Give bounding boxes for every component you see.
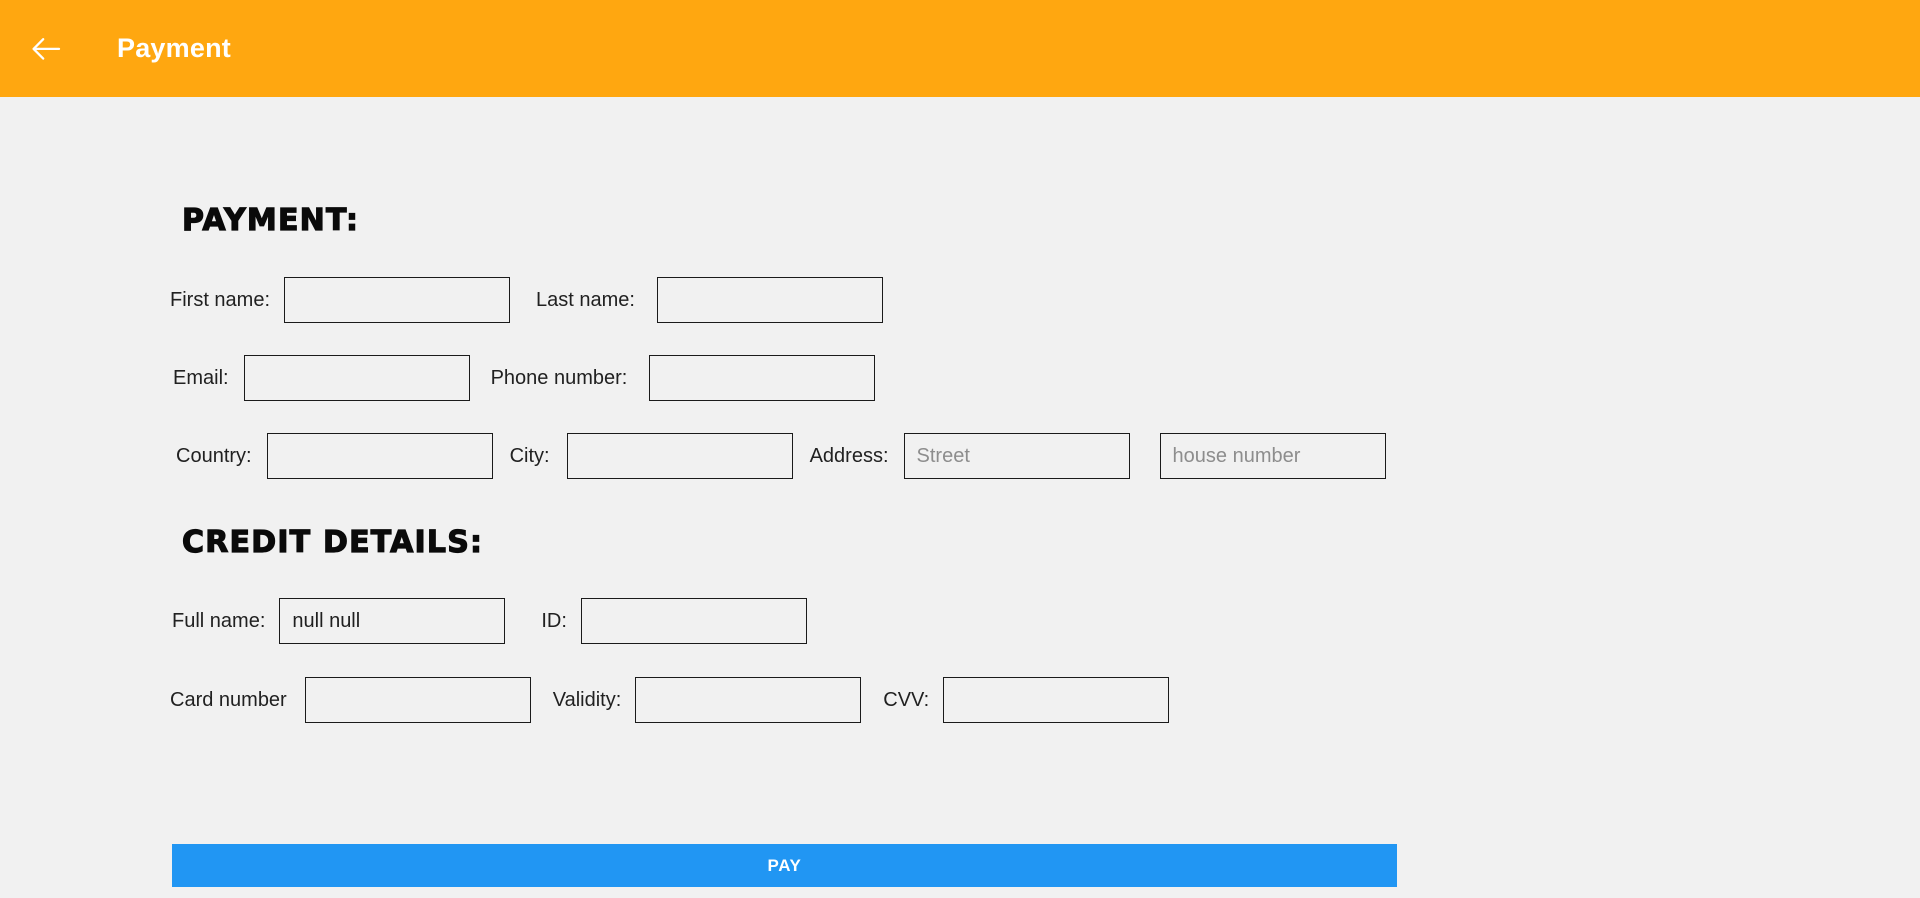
- credit-section-title: CREDIT DETAILS:: [181, 524, 484, 560]
- field-last-name: Last name:: [536, 277, 883, 323]
- field-address: Address:: [810, 433, 1386, 479]
- first-name-label: First name:: [170, 288, 271, 311]
- payment-page: PAYMENT: First name: Last name: Email: P…: [0, 97, 1920, 898]
- full-name-label: Full name:: [172, 609, 266, 632]
- id-label: ID:: [541, 609, 567, 632]
- cvv-input[interactable]: [943, 677, 1170, 723]
- country-label: Country:: [176, 444, 252, 467]
- cvv-label: CVV:: [883, 688, 930, 711]
- field-validity: Validity:: [553, 677, 862, 723]
- row-names: First name: Last name:: [170, 277, 883, 323]
- city-input[interactable]: [566, 433, 793, 479]
- field-id: ID:: [541, 598, 807, 644]
- app-bar-title: Payment: [117, 33, 231, 63]
- field-first-name: First name:: [170, 277, 511, 323]
- row-card-details: Card number Validity: CVV:: [170, 677, 1170, 723]
- validity-label: Validity:: [552, 688, 622, 711]
- phone-input[interactable]: [649, 355, 876, 401]
- row-contact: Email: Phone number:: [173, 355, 876, 401]
- back-button[interactable]: [22, 25, 70, 73]
- back-arrow-icon: [31, 37, 61, 61]
- payment-section-title: PAYMENT:: [181, 202, 360, 238]
- last-name-input[interactable]: [656, 277, 883, 323]
- card-number-label: Card number: [170, 688, 287, 711]
- field-country: Country:: [176, 433, 493, 479]
- field-city: City:: [510, 433, 793, 479]
- row-address: Country: City: Address:: [176, 433, 1386, 479]
- city-label: City:: [509, 444, 550, 467]
- address-house-number-input[interactable]: [1159, 433, 1386, 479]
- country-input[interactable]: [266, 433, 493, 479]
- row-credit-identity: Full name: ID:: [172, 598, 807, 644]
- field-phone: Phone number:: [491, 355, 876, 401]
- address-street-input[interactable]: [903, 433, 1130, 479]
- field-full-name: Full name:: [172, 598, 506, 644]
- field-email: Email:: [173, 355, 470, 401]
- full-name-input[interactable]: [279, 598, 506, 644]
- address-label: Address:: [809, 444, 889, 467]
- first-name-input[interactable]: [284, 277, 511, 323]
- validity-input[interactable]: [635, 677, 862, 723]
- pay-button[interactable]: PAY: [172, 844, 1397, 887]
- email-label: Email:: [173, 366, 229, 389]
- phone-label: Phone number:: [490, 366, 628, 389]
- email-input[interactable]: [243, 355, 470, 401]
- card-number-input[interactable]: [304, 677, 531, 723]
- id-input[interactable]: [580, 598, 807, 644]
- field-cvv: CVV:: [883, 677, 1170, 723]
- last-name-label: Last name:: [536, 288, 635, 311]
- field-card-number: Card number: [170, 677, 531, 723]
- app-bar: Payment: [0, 0, 1920, 97]
